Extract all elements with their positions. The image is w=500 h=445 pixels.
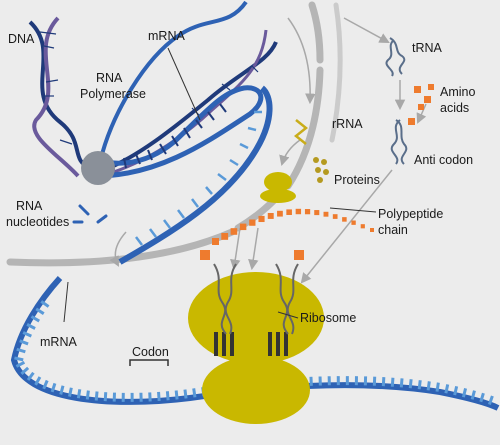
mrna-base-tick [174,390,179,400]
ribosome-subunit-icon [260,172,296,203]
mrna-transcript-top [95,85,273,265]
dna-label: DNA [8,32,35,46]
mrna-base-tick [470,390,476,400]
mrna-base-tick [435,382,440,392]
mrna-base-tick [157,391,161,402]
trna-icon [385,37,408,165]
polypeptide-amino-acid [212,238,219,245]
mrna-base-tick [22,331,32,338]
mrna-base-tick [192,388,197,398]
polypeptide-amino-acid [370,228,374,232]
polypeptide-amino-acid [258,215,265,223]
mrna-base-tick [487,395,494,406]
rrna-icon [293,119,309,145]
mrna-base-tick [399,378,404,388]
mrna-base-tick [16,347,26,354]
label-pointers [63,47,377,323]
rna-polymerase-label-1: RNA [96,71,123,85]
trna-label: tRNA [412,41,443,55]
amino-acid-square [294,250,304,260]
polypeptide-amino-acid [360,224,365,229]
ribosome-label: Ribosome [300,311,356,325]
mrna-base-tick [426,381,431,391]
mrna-base-tick [94,391,99,401]
polypeptide-amino-acid [351,220,356,225]
mrna-base-tick [68,387,73,397]
mrna-base-tick [14,356,24,362]
mrna-base-tick [381,377,386,387]
polypeptide-end-square [200,250,210,260]
amino-acids-label-2: acids [440,101,469,115]
rrna-label: rRNA [332,117,363,131]
codon-bracket [129,359,169,366]
mrna-base-tick [103,392,108,402]
polypeptide-label-2: chain [378,223,408,237]
proteins-label: Proteins [334,173,380,187]
anti-codon-label: Anti codon [414,153,473,167]
rna-nucleotides-icon [72,204,108,224]
mrna-base-tick [19,339,29,346]
mrna-base-tick [26,323,36,330]
amino-acids-icon [408,84,434,125]
polypeptide-amino-acid [342,217,347,222]
polypeptide-amino-acid [277,210,283,217]
rna-nucleotides-label-1: RNA [16,199,43,213]
mrna-base-tick [183,389,188,399]
mrna-base-tick [50,382,57,393]
rna-nucleotides-label-2: nucleotides [6,215,69,229]
rna-polymerase-icon [81,151,115,185]
mrna-base-tick [165,391,170,401]
mrna-base-tick [390,377,395,387]
polypeptide-amino-acid [295,208,302,215]
polypeptide-amino-acid [332,214,338,219]
process-arrows [109,17,427,284]
polypeptide-label-1: Polypeptide [378,207,443,221]
mrna-base-tick [85,390,90,400]
mrna-base-tick [34,376,42,386]
mrna-base-tick [417,380,422,390]
mrna-base-tick [30,315,40,323]
polypeptide-amino-acid [239,223,247,231]
amino-acids-label-1: Amino [440,85,475,99]
polypeptide-amino-acid [230,228,238,235]
rna-polymerase-label-2: Polymerase [80,87,146,101]
polypeptide-amino-acid [249,219,256,226]
mrna-base-tick [59,385,65,395]
polypeptide-amino-acid [304,209,311,215]
proteins-dots-icon [313,157,329,183]
polypeptide-amino-acid [267,212,274,219]
mrna-base-tick [453,385,459,396]
mrna-base-tick [444,384,450,394]
polypeptide-amino-acid [286,209,292,215]
polypeptide-chain [212,208,374,245]
polypeptide-amino-acid [314,210,320,216]
mrna-base-tick [408,379,413,389]
polypeptide-amino-acid [323,211,329,217]
mrna-base-tick [15,360,26,368]
mrna-bottom-label: mRNA [40,335,77,349]
mrna-base-tick [20,366,30,375]
mrna-top-label: mRNA [148,29,185,43]
mrna-base-tick [479,392,485,403]
mrna-base-tick [26,371,35,381]
dna-helix [28,0,278,178]
polypeptide-amino-acid [221,233,229,240]
mrna-base-tick [40,300,50,308]
mrna-base-tick [42,379,49,390]
mrna-base-tick [35,307,45,315]
codon-label: Codon [132,345,169,359]
mrna-base-tick [461,388,468,398]
mrna-base-tick [76,389,82,399]
ribosome [188,263,324,424]
